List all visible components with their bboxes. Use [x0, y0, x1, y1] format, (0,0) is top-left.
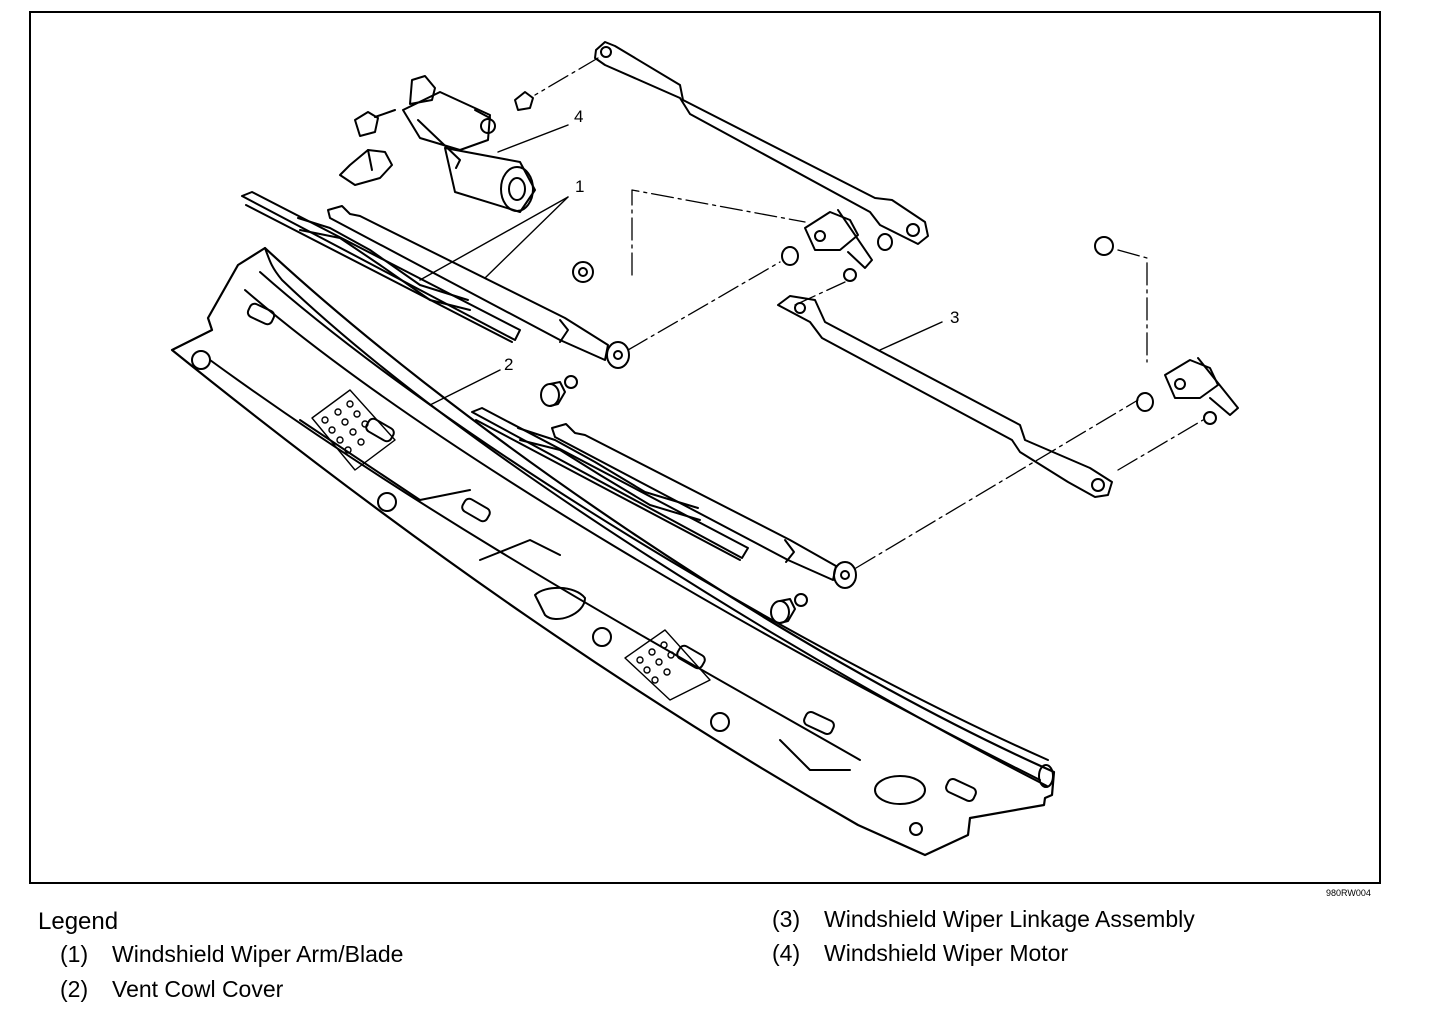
callout-1: 1 — [575, 177, 585, 196]
legend-item-number: (3) — [772, 906, 801, 932]
legend-item: (4) Windshield Wiper Motor — [772, 940, 1068, 967]
legend-item-number: (1) — [60, 941, 89, 967]
legend-item-number: (2) — [60, 976, 89, 1002]
legend-item-text: Windshield Wiper Linkage Assembly — [824, 906, 1195, 932]
pivot-transmission-upper — [781, 209, 893, 282]
vent-cowl-cover — [170, 246, 1056, 857]
legend-item: (2) Vent Cowl Cover — [60, 976, 283, 1003]
assembly-lines — [534, 57, 1204, 569]
legend-title: Legend — [38, 908, 119, 935]
legend-item: (1) Windshield Wiper Arm/Blade — [60, 941, 403, 968]
legend-item-text: Vent Cowl Cover — [112, 976, 284, 1002]
callout-4: 4 — [574, 107, 584, 126]
wiper-arm-blade-lower — [471, 407, 857, 624]
nuts — [572, 261, 594, 283]
wiper-arm-blade-upper — [241, 191, 630, 407]
linkage-assembly-rod — [777, 295, 1113, 498]
wiper-motor — [339, 75, 536, 213]
figure-code: 980RW004 — [1326, 888, 1371, 898]
legend-item-number: (4) — [772, 940, 801, 966]
callout-leaders — [419, 124, 943, 406]
linkage-upper-rod — [594, 41, 929, 245]
legend-item: (3) Windshield Wiper Linkage Assembly — [772, 906, 1195, 933]
pivot-transmission-right — [1094, 236, 1239, 425]
callout-3: 3 — [950, 308, 960, 327]
legend-item-text: Windshield Wiper Arm/Blade — [112, 941, 404, 967]
legend-item-text: Windshield Wiper Motor — [824, 940, 1069, 966]
callout-2: 2 — [504, 355, 514, 374]
